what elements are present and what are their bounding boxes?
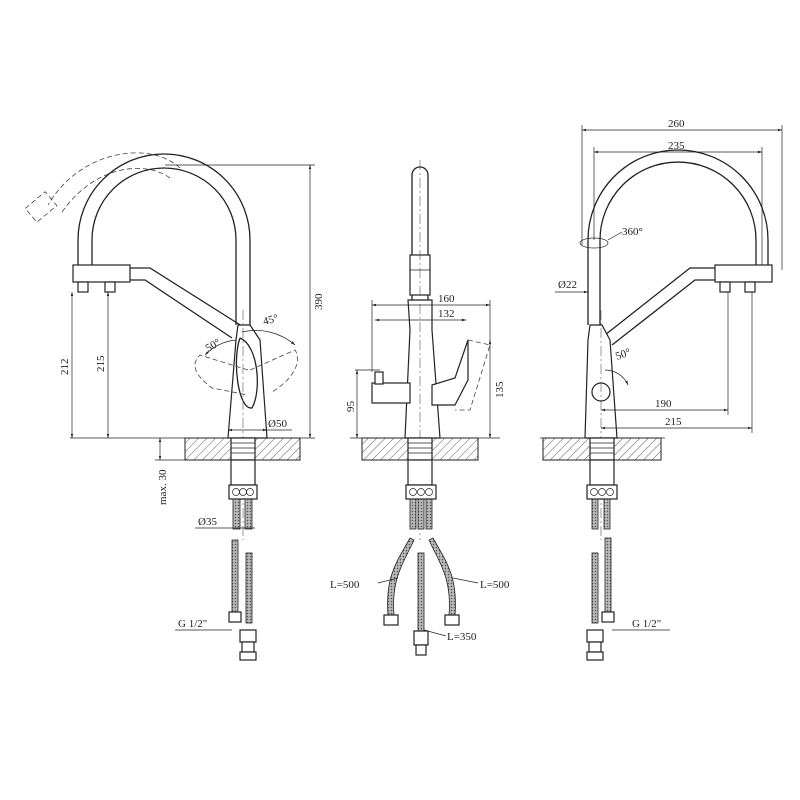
- dim-132: 132: [438, 308, 455, 320]
- dim-spout-diameter: Ø22: [558, 279, 577, 291]
- angle-50: 50°: [204, 337, 223, 355]
- pulled-hose-outline: [47, 152, 181, 206]
- dim-base-diameter: Ø50: [268, 418, 287, 430]
- dim-135: 135: [494, 381, 506, 398]
- spray-head-rear: [714, 264, 773, 283]
- connector-block: [228, 484, 258, 500]
- angle-50-rear: 50°: [614, 346, 633, 363]
- hose-left-length: L=500: [330, 579, 360, 591]
- dim-212: 212: [59, 359, 71, 376]
- dim-190: 190: [655, 398, 672, 410]
- spout: [77, 153, 251, 325]
- front-view: 160 132 95 135 L=500 L=500 L=350: [330, 160, 510, 656]
- rotation-360: 360°: [622, 226, 643, 238]
- spout-rear: [587, 149, 769, 325]
- thread-label-right: G 1/2": [632, 618, 661, 630]
- dim-shank-diameter: Ø35: [198, 516, 217, 528]
- side-view: 390 212 215 45° 50° Ø50 max. 30 Ø35 G 1/…: [24, 152, 325, 661]
- thread-label-left: G 1/2": [178, 618, 207, 630]
- hose-center-length: L=350: [447, 631, 477, 643]
- angle-45: 45°: [262, 312, 280, 328]
- faucet-body: [227, 324, 268, 439]
- dim-max-30: max. 30: [157, 469, 169, 505]
- dim-390: 390: [313, 293, 325, 310]
- dim-235: 235: [668, 140, 685, 152]
- dim-215-reach: 215: [665, 416, 682, 428]
- dim-260: 260: [668, 118, 685, 130]
- faucet-body-front: [404, 299, 441, 439]
- dim-95: 95: [345, 401, 357, 413]
- dim-215: 215: [95, 355, 107, 372]
- hose-right-length: L=500: [480, 579, 510, 591]
- dim-160: 160: [438, 293, 455, 305]
- right-handle: [431, 339, 469, 406]
- left-handle: [371, 382, 411, 404]
- spray-head: [72, 264, 131, 283]
- rear-view: 360° 260 235 Ø22 50° 190 215 G 1: [540, 118, 783, 661]
